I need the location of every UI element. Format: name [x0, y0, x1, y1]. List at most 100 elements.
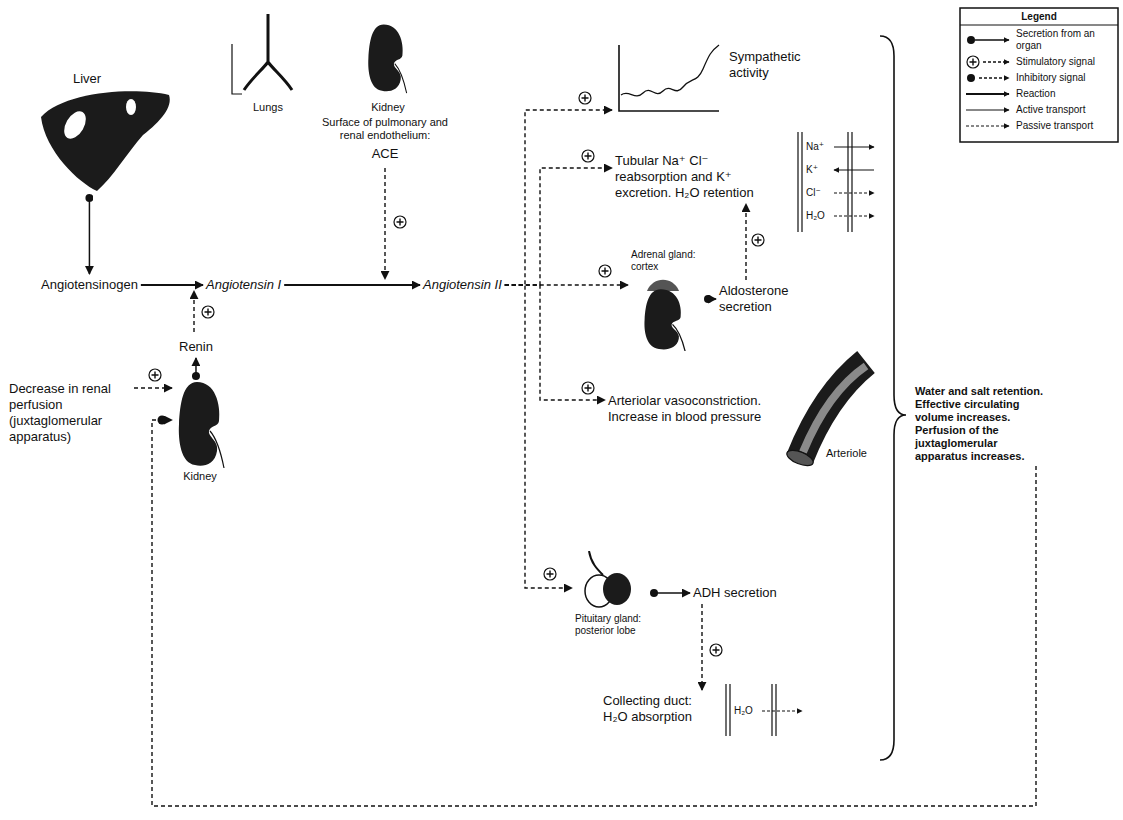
stimulatory-symbol — [967, 56, 979, 68]
legend-text: Passive transport — [1016, 120, 1093, 131]
node-text: Aldosterone secretion — [719, 283, 808, 315]
liver-highlight — [126, 99, 136, 115]
stimulatory-symbol — [579, 92, 591, 104]
signal-arrow — [745, 204, 746, 280]
effect-label: Tubular Na⁺ Cl⁻ reabsorption and K⁺ excr… — [612, 150, 782, 204]
chart-axes — [619, 45, 719, 111]
kidney-shape — [179, 382, 220, 466]
signal-arrow — [505, 168, 612, 285]
liver-shape — [41, 91, 170, 191]
pituitary-organ: Pituitary gland: posterior lobe — [572, 548, 654, 640]
stimulatory-symbol — [752, 234, 764, 246]
lungs-illustration — [232, 14, 292, 94]
organ-label: Lungs — [246, 100, 290, 114]
kidney-illustration — [368, 24, 406, 93]
signal-arrow — [505, 110, 612, 285]
reaction-arrow — [284, 284, 420, 286]
enzyme-label: ACE — [310, 146, 460, 162]
node-text: Arteriolar vasoconstriction. Increase in… — [608, 393, 767, 425]
stimulatory-symbol — [149, 369, 161, 381]
legend-entry: Passive transport — [1016, 120, 1112, 132]
enzyme-label: Renin — [176, 336, 216, 358]
effect-label: Arteriolar vasoconstriction. Increase in… — [605, 390, 770, 428]
legend-text: Inhibitory signal — [1016, 72, 1085, 83]
liver-organ: Liver — [32, 68, 172, 198]
outcome-label: Water and salt retention. Effective circ… — [912, 382, 1054, 466]
legend-entry: Inhibitory signal — [1016, 72, 1112, 84]
node-text: Water and salt retention. Effective circ… — [915, 385, 1051, 463]
stimulatory-symbol — [582, 382, 594, 394]
organ-illustration — [175, 379, 225, 469]
signal-arrow — [505, 285, 572, 588]
node-text: Kidney — [175, 469, 225, 483]
node-text: Tubular Na⁺ Cl⁻ reabsorption and K⁺ excr… — [615, 153, 779, 201]
legend-box — [960, 8, 1118, 142]
activity-curve — [621, 45, 719, 96]
organ-label: Kidney — [365, 100, 411, 114]
grouping-brace — [880, 36, 906, 760]
collecting-duct-membrane — [726, 684, 802, 736]
node-text: ADH secretion — [693, 585, 777, 601]
secretion-arrow — [195, 358, 197, 376]
legend-text: Active transport — [1016, 104, 1085, 115]
legend-title: Legend — [960, 10, 1118, 23]
signal-arrow — [505, 285, 605, 400]
node-text: Adrenal gland: cortex — [631, 249, 705, 273]
hormone-label: Aldosterone secretion — [716, 280, 811, 318]
ion-label: Na⁺ — [806, 140, 824, 154]
organ-illustration — [615, 43, 723, 115]
signal-arrow — [152, 420, 1036, 806]
legend-entry: Stimulatory signal — [1016, 56, 1112, 68]
stimulatory-symbol — [202, 306, 214, 318]
ion-label: H₂O — [734, 704, 753, 718]
node-text: Collecting duct: H₂O absorption — [603, 693, 715, 725]
hormone-label: ADH secretion — [690, 582, 780, 604]
vessel-label: Arteriole — [826, 446, 867, 460]
site-label: Surface of pulmonary and renal endotheli… — [310, 116, 460, 142]
peptide-label: Angiotensin II — [420, 274, 505, 296]
stimulatory-symbol — [544, 568, 556, 580]
organ-illustration — [575, 551, 639, 613]
ureter-line — [210, 431, 224, 468]
liver-highlight — [60, 108, 91, 143]
renin-signal — [193, 291, 194, 332]
node-text: Angiotensinogen — [41, 277, 138, 293]
ureter-line — [673, 324, 686, 351]
legend-text: Stimulatory signal — [1016, 56, 1095, 67]
legend-text: Reaction — [1016, 88, 1055, 99]
reaction-arrow — [141, 284, 203, 286]
kidney-shape — [644, 289, 680, 349]
sympathetic-chart: Sympathetic activity — [612, 40, 824, 118]
arteriole-illustration — [785, 362, 866, 469]
node-text: Angiotensin I — [206, 277, 281, 293]
node-text: Renin — [179, 339, 213, 355]
node-text: Pituitary gland: posterior lobe — [575, 613, 651, 637]
effect-label: Collecting duct: H₂O absorption — [600, 690, 718, 728]
legend-text: Secretion from an organ — [1016, 28, 1095, 51]
stimulatory-symbol — [599, 265, 611, 277]
node-text: Decrease in renal perfusion (juxtaglomer… — [9, 381, 131, 445]
pituitary-stalk — [589, 551, 603, 575]
trigger-label: Decrease in renal perfusion (juxtaglomer… — [6, 378, 134, 448]
stimulatory-symbol — [710, 644, 722, 656]
signal-arrow — [134, 387, 172, 388]
node-text: Sympathetic activity — [729, 49, 821, 81]
tubular-membrane — [798, 132, 874, 232]
stimulatory-symbol — [582, 150, 594, 162]
organ-illustration — [631, 273, 701, 351]
peptide-label: Angiotensin I — [203, 274, 284, 296]
ace-signal — [384, 168, 385, 279]
secretion-arrow — [89, 198, 91, 274]
kidney-organ: Kidney — [172, 376, 228, 486]
ion-label: Cl⁻ — [806, 186, 821, 200]
secretion-arrow — [708, 298, 716, 300]
legend-samples — [966, 36, 1009, 126]
signal-arrow — [505, 284, 628, 285]
legend-entry: Reaction — [1016, 88, 1112, 100]
ion-label: K⁺ — [806, 163, 818, 177]
secretion-arrow — [654, 592, 690, 594]
stimulatory-symbol — [394, 216, 406, 228]
